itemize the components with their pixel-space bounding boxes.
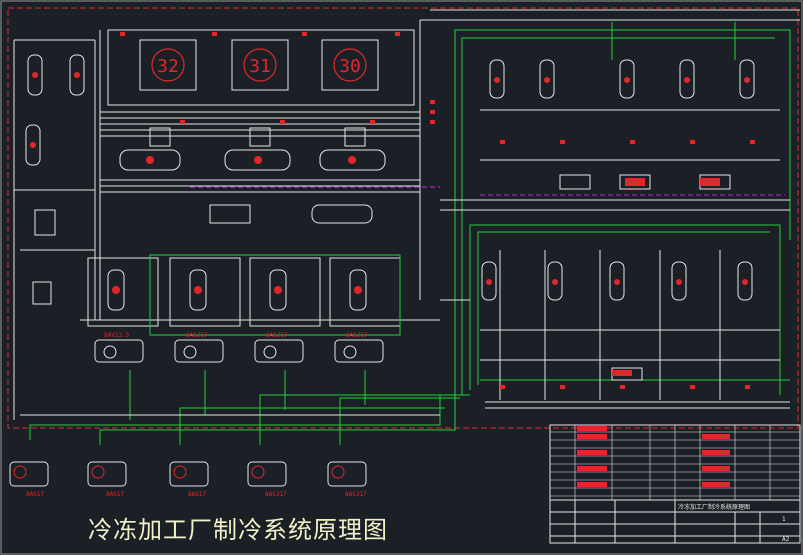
header-piping <box>80 20 440 321</box>
pump-row <box>9 461 367 487</box>
title-block: 冷冻加工厂制冷系统原理图 1 A2 <box>549 424 801 544</box>
compressor-motors <box>94 339 384 363</box>
pump-label-1: 8AS17 <box>26 491 44 498</box>
valve-markers <box>120 32 755 389</box>
frame-dashed <box>7 7 799 429</box>
pump-label-4: 8ASJ17 <box>265 491 287 498</box>
left-vessels <box>13 39 96 420</box>
compressor-units <box>87 254 401 336</box>
compressor-label-3: 8ASJ17 <box>266 332 288 339</box>
compressor-label-2: 8ASJ17 <box>186 332 208 339</box>
horizontal-receivers <box>119 127 386 224</box>
green-piping <box>29 22 791 445</box>
pump-label-2: 8AS17 <box>106 491 124 498</box>
title-block-sheet: 1 <box>782 516 786 523</box>
drawing-title: 冷冻加工厂制冷系统原理图 <box>88 516 388 544</box>
pump-labels: 8AS17 8AS17 8AS17 8ASJ17 8ASJ17 <box>26 491 367 498</box>
white-piping <box>20 9 800 416</box>
upper-evaporators <box>480 59 780 190</box>
compressor-label-4: 8ASJ17 <box>346 332 368 339</box>
lower-evaporators <box>480 261 780 381</box>
tank-label-30: 30 <box>339 56 361 77</box>
title-block-drawing-name: 冷冻加工厂制冷系统原理图 <box>678 503 750 511</box>
title-block-size: A2 <box>782 536 790 543</box>
storage-tanks: 32 31 30 <box>107 29 415 106</box>
tank-label-32: 32 <box>157 56 179 77</box>
compressor-labels: 8AV12.5 8ASJ17 8ASJ17 8ASJ17 <box>104 332 368 339</box>
tank-label-31: 31 <box>249 56 271 77</box>
pump-label-3: 8AS17 <box>188 491 206 498</box>
compressor-label-1: 8AV12.5 <box>104 332 130 339</box>
pump-label-5: 8ASJ17 <box>345 491 367 498</box>
